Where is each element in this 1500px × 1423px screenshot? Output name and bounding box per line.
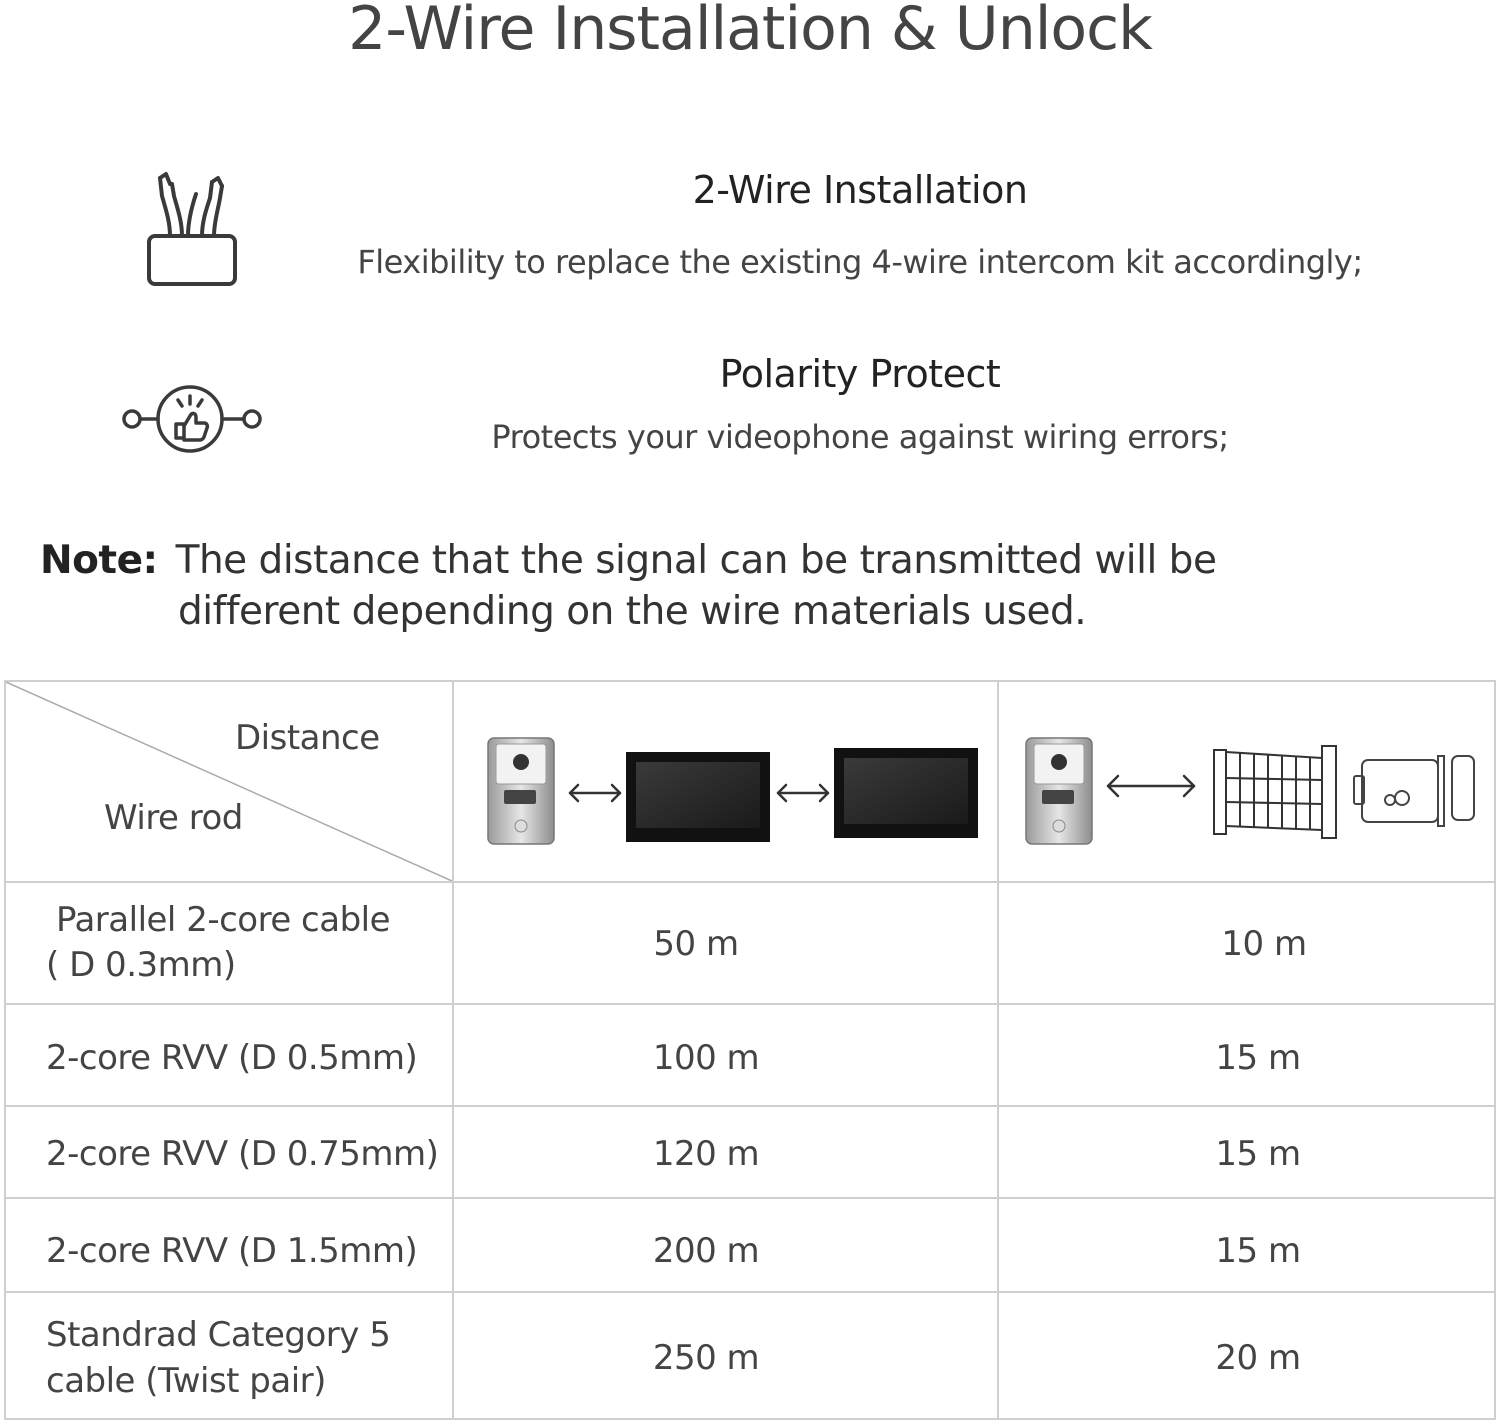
monitor-distance-cell: 50 m (653, 924, 739, 964)
wire-type-cell-3: 2-core RVV (D 0.75mm) (46, 1134, 439, 1174)
wire-box-icon (147, 172, 237, 286)
lock-distance-cell: 15 m (1215, 1231, 1301, 1271)
feature-desc-2-wire: Flexibility to replace the existing 4-wi… (357, 243, 1363, 281)
monitor-distance-cell: 250 m (652, 1338, 760, 1378)
note-line-2: different depending on the wire material… (178, 589, 1087, 634)
table-divider (4, 1291, 1496, 1293)
doorbell-icon (1025, 737, 1093, 845)
wire-type-cell-1a: Parallel 2-core cable (56, 900, 391, 940)
wire-type-cell-4: 2-core RVV (D 1.5mm) (46, 1231, 418, 1271)
doorbell-to-gate-and-lock-diagram (1025, 737, 1475, 845)
polarity-thumbs-up-icon (122, 385, 262, 453)
header-diagonal-line (6, 682, 452, 881)
lock-icon (1353, 755, 1475, 827)
feature-title-polarity: Polarity Protect (719, 352, 1001, 396)
page-title: 2-Wire Installation & Unlock (348, 0, 1153, 64)
header-wire-rod-label: Wire rod (104, 798, 243, 838)
monitor-distance-cell: 200 m (652, 1231, 760, 1271)
doorbell-to-monitor-to-monitor-diagram (487, 737, 978, 845)
note-label: Note: (40, 538, 158, 583)
table-divider (4, 1197, 1496, 1199)
table-divider (4, 1105, 1496, 1107)
feature-title-2-wire: 2-Wire Installation (692, 168, 1028, 212)
note-text: Note: The distance that the signal can be… (40, 532, 1217, 589)
monitor-distance-cell: 120 m (652, 1134, 760, 1174)
table-divider (997, 680, 999, 1420)
table-divider (4, 1003, 1496, 1005)
wire-type-cell-5b: cable (Twist pair) (46, 1361, 326, 1401)
doorbell-icon (487, 737, 555, 845)
lock-distance-cell: 20 m (1215, 1338, 1301, 1378)
table-divider (4, 881, 1496, 883)
table-divider (452, 680, 454, 1420)
wire-type-cell-5a: Standrad Category 5 (46, 1315, 391, 1355)
lock-distance-cell: 15 m (1215, 1038, 1301, 1078)
distance-table (4, 680, 1496, 1420)
monitor-icon (626, 752, 770, 842)
monitor-icon (834, 748, 978, 838)
wire-type-cell-1b: ( D 0.3mm) (46, 945, 236, 985)
header-distance-label: Distance (235, 718, 380, 758)
lock-distance-cell: 10 m (1221, 924, 1307, 964)
note-line-1: The distance that the signal can be tran… (175, 538, 1217, 583)
gate-icon (1213, 745, 1337, 839)
wire-type-cell-2: 2-core RVV (D 0.5mm) (46, 1038, 418, 1078)
feature-desc-polarity: Protects your videophone against wiring … (491, 418, 1229, 456)
lock-distance-cell: 15 m (1215, 1134, 1301, 1174)
monitor-distance-cell: 100 m (652, 1038, 760, 1078)
